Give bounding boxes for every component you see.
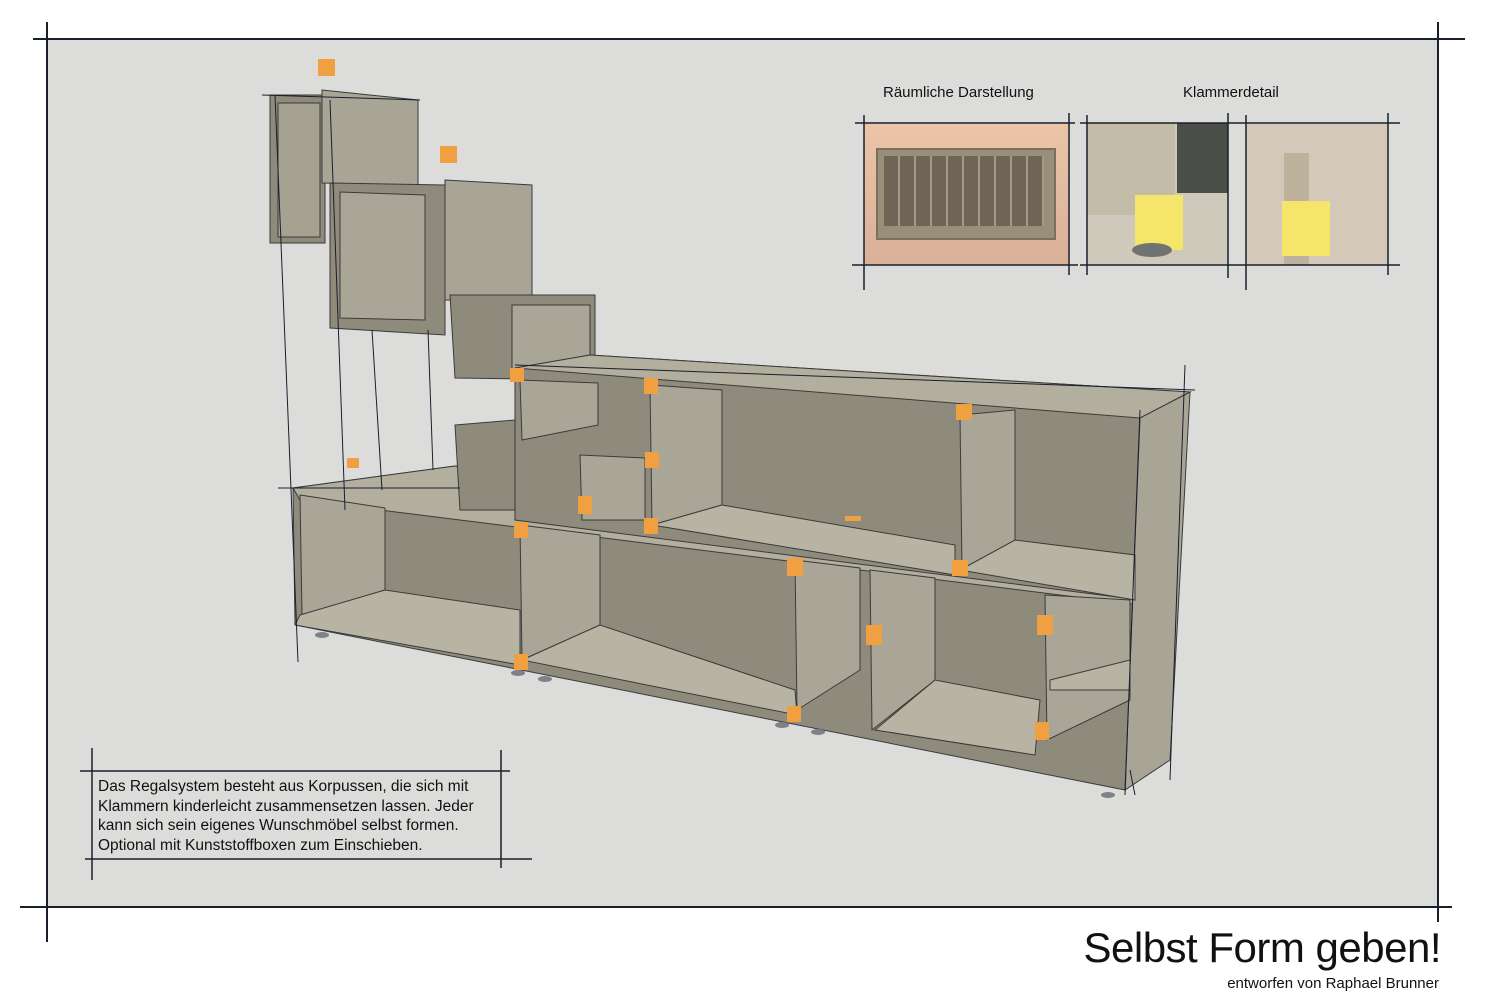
- frame-line-right: [1437, 22, 1439, 922]
- spatial-view-image: [864, 123, 1069, 265]
- description-text: Das Regalsystem besteht aus Korpussen, d…: [98, 778, 474, 854]
- frame-line-bottom: [20, 906, 1452, 908]
- spatial-view-label: Räumliche Darstellung: [883, 84, 1034, 101]
- poster-title: Selbst Form geben!: [1083, 924, 1441, 971]
- clip-markers: [318, 59, 1053, 740]
- clip-detail-label: Klammerdetail: [1183, 84, 1279, 101]
- clip-detail-image-1: [1087, 123, 1228, 265]
- frame-line-top: [33, 38, 1465, 40]
- clip-detail-image-2: [1246, 123, 1388, 265]
- author-credit: entworfen von Raphael Brunner: [1227, 975, 1439, 992]
- frame-line-left: [46, 22, 48, 942]
